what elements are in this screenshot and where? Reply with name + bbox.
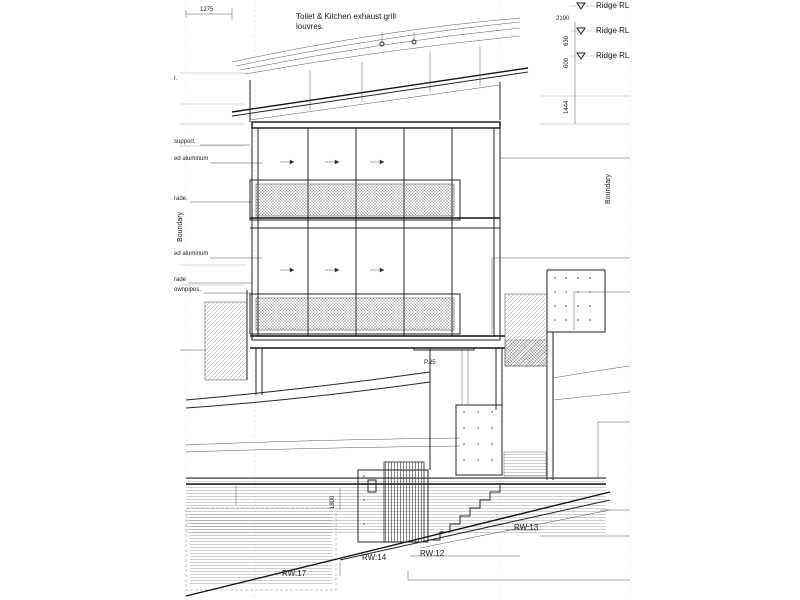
exhaust-note: Toilet & Kitchen exhaust grill louvres. (296, 12, 417, 47)
ridge-label-1: Ridge RL (596, 1, 630, 10)
retaining-wall-rw13: RW:13 (514, 523, 539, 532)
retaining-wall-rw14: RW:14 (362, 553, 387, 562)
note-r: r. (174, 76, 178, 82)
left-fence (204, 290, 248, 381)
note-rade-1: rade. (174, 196, 188, 202)
exhaust-note-line-1: Toilet & Kitchen exhaust grill (296, 12, 396, 21)
dimension-600: 600 (564, 57, 570, 68)
right-tower: Boundary (504, 174, 630, 480)
dimension-1275: 1275 (200, 7, 214, 13)
ridge-label-2: Ridge RL (596, 26, 630, 35)
lower-structure: 1800 (185, 461, 630, 597)
dimension-1800: 1800 (330, 495, 336, 509)
ridge-label-3: Ridge RL (596, 51, 630, 60)
retaining-wall-rw17: RW:17 (282, 569, 307, 578)
note-support: support. (174, 139, 196, 145)
terraces: P.25 (185, 347, 631, 478)
boundary-label-left: Boundary (177, 212, 184, 242)
dimension-2190: 2190 (556, 16, 570, 22)
building-facade (249, 121, 630, 410)
ridge-markers: Ridge RL Ridge RL Ridge RL 2190 630 600 … (540, 1, 630, 125)
top-dimension: 1275 (185, 7, 233, 20)
roof (231, 17, 529, 122)
note-aluminum-1: ed aluminum (174, 156, 208, 162)
note-aluminum-2: ed aluminum (174, 251, 208, 257)
exhaust-note-line-2: louvres. (296, 22, 324, 31)
retaining-wall-rw12: RW:12 (420, 549, 445, 558)
dimension-1444: 1444 (564, 100, 570, 114)
retaining-wall-labels: RW:17 RW:14 RW:12 RW:13 (282, 523, 539, 578)
note-rade-2: rade (174, 277, 187, 283)
dimension-630: 630 (564, 35, 570, 46)
pier-label: P.25 (424, 360, 436, 366)
note-downpipes: ownpipes. (174, 287, 201, 293)
boundary-label-right: Boundary (605, 174, 612, 204)
left-notes: r. support. ed aluminum rade. ed aluminu… (174, 76, 262, 351)
